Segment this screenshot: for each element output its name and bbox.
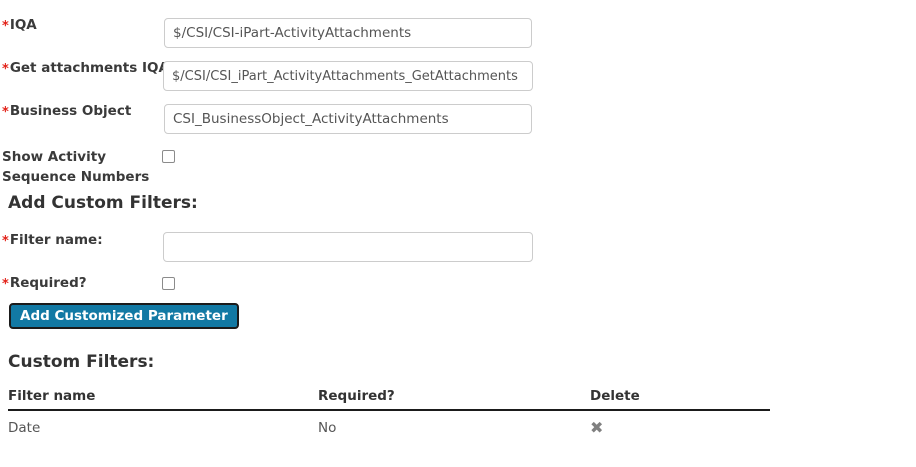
required-marker-icon: * [2, 62, 9, 77]
field-label-filter-name: *Filter name: [2, 232, 103, 250]
field-label-text-line2: Sequence Numbers [2, 169, 150, 185]
cell-delete: ✖ [590, 410, 770, 437]
delete-icon[interactable]: ✖ [590, 418, 604, 437]
add-customized-parameter-button[interactable]: Add Customized Parameter [9, 303, 239, 329]
field-label-show-activity-sequence-numbers: Show Activity Sequence Numbers [2, 147, 152, 187]
add-custom-filters-heading: Add Custom Filters: [8, 193, 198, 213]
show-activity-sequence-numbers-checkbox[interactable] [162, 150, 175, 163]
table-header-row: Filter name Required? Delete [8, 388, 770, 411]
field-label-required-flag: *Required? [2, 275, 87, 293]
custom-filters-table: Filter name Required? Delete Date No ✖ [8, 388, 770, 437]
cell-required: No [318, 420, 337, 436]
column-header-delete: Delete [590, 388, 770, 411]
field-label-text: Get attachments IQA [9, 60, 169, 76]
cell-filter-name: Date [8, 420, 41, 436]
get-attachments-iqa-input[interactable] [163, 61, 533, 91]
table-row: Date No ✖ [8, 410, 770, 437]
field-label-text-line1: Show Activity [2, 149, 106, 165]
filter-name-input[interactable] [163, 232, 533, 262]
field-label-text: IQA [9, 17, 37, 33]
field-label-business-object: *Business Object [2, 103, 131, 121]
field-label-iqa: *IQA [2, 17, 37, 35]
custom-filters-heading: Custom Filters: [8, 352, 155, 372]
business-object-input[interactable] [164, 104, 532, 134]
column-header-required: Required? [318, 388, 590, 411]
required-marker-icon: * [2, 105, 9, 120]
field-label-text: Required? [9, 275, 87, 291]
field-label-text: Business Object [9, 103, 132, 119]
iqa-input[interactable] [164, 18, 532, 48]
required-flag-checkbox[interactable] [162, 277, 175, 290]
field-label-get-attachments-iqa: *Get attachments IQA [2, 60, 169, 78]
required-marker-icon: * [2, 277, 9, 292]
field-label-text: Filter name: [9, 232, 103, 248]
column-header-filter-name: Filter name [8, 388, 318, 411]
required-marker-icon: * [2, 234, 9, 249]
required-marker-icon: * [2, 19, 9, 34]
